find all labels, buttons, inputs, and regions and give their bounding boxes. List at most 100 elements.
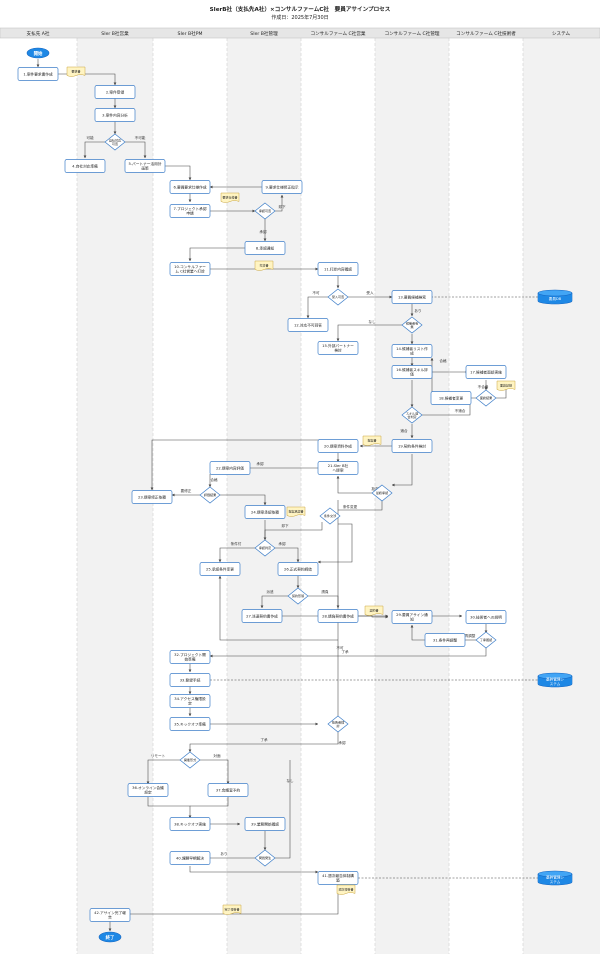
step-label: 27.派遣契約書作成	[246, 613, 278, 618]
edge-label: 条件付	[231, 541, 242, 546]
step-label: 30.技術者への説明	[470, 614, 502, 619]
document-shape	[66, 66, 86, 77]
step-label: 成	[410, 350, 414, 355]
step-label: 定	[188, 700, 192, 705]
step-label: 40.課題早期解決	[176, 855, 204, 860]
lane-header-client: 支払先 A社	[27, 30, 50, 37]
process-box	[169, 180, 211, 194]
lane-header-bar	[0, 27, 600, 39]
edge-label: 合格	[439, 358, 447, 363]
step-label: 価	[410, 371, 414, 376]
edge-label: 承認	[256, 461, 264, 466]
edge-label: あり	[414, 308, 421, 313]
process-box	[169, 204, 211, 218]
process-step-n26: 26.正式契約締結	[277, 562, 319, 576]
end-terminal: 終了	[98, 931, 122, 943]
document-doc2: 要求仕様書	[220, 192, 240, 203]
decision-diamond	[371, 484, 393, 502]
process-box	[244, 241, 286, 255]
process-box	[465, 610, 507, 624]
edge-label: 承認	[259, 229, 267, 234]
process-box	[391, 610, 433, 624]
document-doc4: 面談記録	[496, 380, 516, 391]
decision-d14: 問題発生	[254, 849, 276, 867]
edge-label: 派遣	[266, 589, 274, 594]
process-box	[169, 817, 211, 831]
step-label: 討	[336, 723, 339, 728]
process-step-n1: 1.案件要求書作成	[17, 67, 59, 81]
step-label: 可否	[112, 142, 118, 146]
step-label: 10.コンサルファー	[174, 264, 206, 269]
step-label: 37.会議室予約	[216, 787, 241, 792]
document-shape	[286, 506, 306, 517]
edge-label: 適合	[400, 428, 408, 433]
step-label: 13.要員候補検索	[398, 294, 426, 299]
step-label: 17.候補者面談実施	[470, 369, 502, 374]
decision-diamond	[199, 486, 221, 504]
lane-header-sier-admin: SIer B社管理	[250, 30, 278, 37]
decision-diamond	[475, 389, 497, 407]
process-step-n18: 18.候補者変更	[430, 391, 472, 405]
step-label: 申請	[186, 210, 194, 215]
step-label: 28.請負契約書作成	[322, 613, 354, 618]
process-box	[465, 365, 507, 379]
step-label: 完了報告書	[224, 906, 239, 911]
step-label: 知	[410, 616, 414, 621]
process-box	[317, 461, 359, 475]
step-label: 35.キックオフ準備	[174, 721, 206, 726]
process-box	[317, 439, 359, 453]
document-shape	[220, 192, 240, 203]
step-label: 承認判定	[259, 545, 271, 550]
decision-d11: 最終承認	[371, 484, 393, 502]
step-label: ステム	[550, 879, 561, 884]
step-label: 告	[108, 914, 112, 919]
step-label: 4.自社対応準備	[72, 163, 98, 168]
decision-d7: 評価結果	[199, 486, 221, 504]
edge-label: 拒否	[371, 486, 379, 491]
document-doc5: 提案書	[362, 435, 382, 446]
step-label: 提案承認書	[288, 508, 303, 513]
process-step-n31: 31.条件再調整	[424, 633, 466, 647]
database-top	[537, 870, 573, 878]
step-label: 34.アクセス権限設	[174, 696, 206, 701]
step-label: 32.プロジェクト開	[174, 652, 206, 657]
step-label: 始準備	[184, 656, 195, 661]
process-step-n19: 19.契約条件検討	[391, 439, 433, 453]
lane-headers: 支払先 A社 SIer B社営業 SIer B社PM SIer B社管理 コンサ…	[27, 30, 571, 37]
document-doc9: 完了報告書	[222, 904, 242, 915]
step-label: 33.登録手続	[180, 677, 201, 682]
step-label: 自社対応	[109, 137, 121, 142]
step-label: 要求書	[71, 68, 80, 73]
database-top	[537, 289, 573, 297]
step-label: 36.オンライン会議	[132, 785, 164, 790]
process-step-n9: 9.要求仕様修正指示	[261, 180, 303, 194]
step-label: 最終承認	[376, 490, 388, 495]
step-label: 15.外部パートナー	[322, 343, 354, 348]
process-box	[127, 783, 169, 797]
process-box	[124, 159, 166, 173]
decision-d8: 承認判定	[254, 539, 276, 557]
decision-d3: 受入可否	[327, 288, 349, 306]
step-label: 築	[336, 877, 340, 882]
process-box	[391, 439, 433, 453]
step-label: 7.プロジェクト承認	[173, 206, 206, 211]
step-label: 承認可否	[259, 208, 271, 213]
step-label: 設定	[144, 789, 152, 794]
decision-points: 自社対応可否承認可否受入可否候補者有無面談結果スキル適合判定評価結果承認判定条件…	[104, 133, 497, 867]
decision-diamond	[104, 133, 126, 151]
process-box	[391, 365, 433, 379]
document-shape	[496, 380, 516, 391]
step-label: 19.契約条件検討	[398, 443, 426, 448]
step-label: 26.正式契約締結	[284, 566, 312, 571]
process-box	[169, 694, 211, 708]
document-doc1: 要求書	[66, 66, 86, 77]
edge-label: 却下	[281, 523, 289, 528]
step-label: 候補者有	[406, 320, 418, 325]
